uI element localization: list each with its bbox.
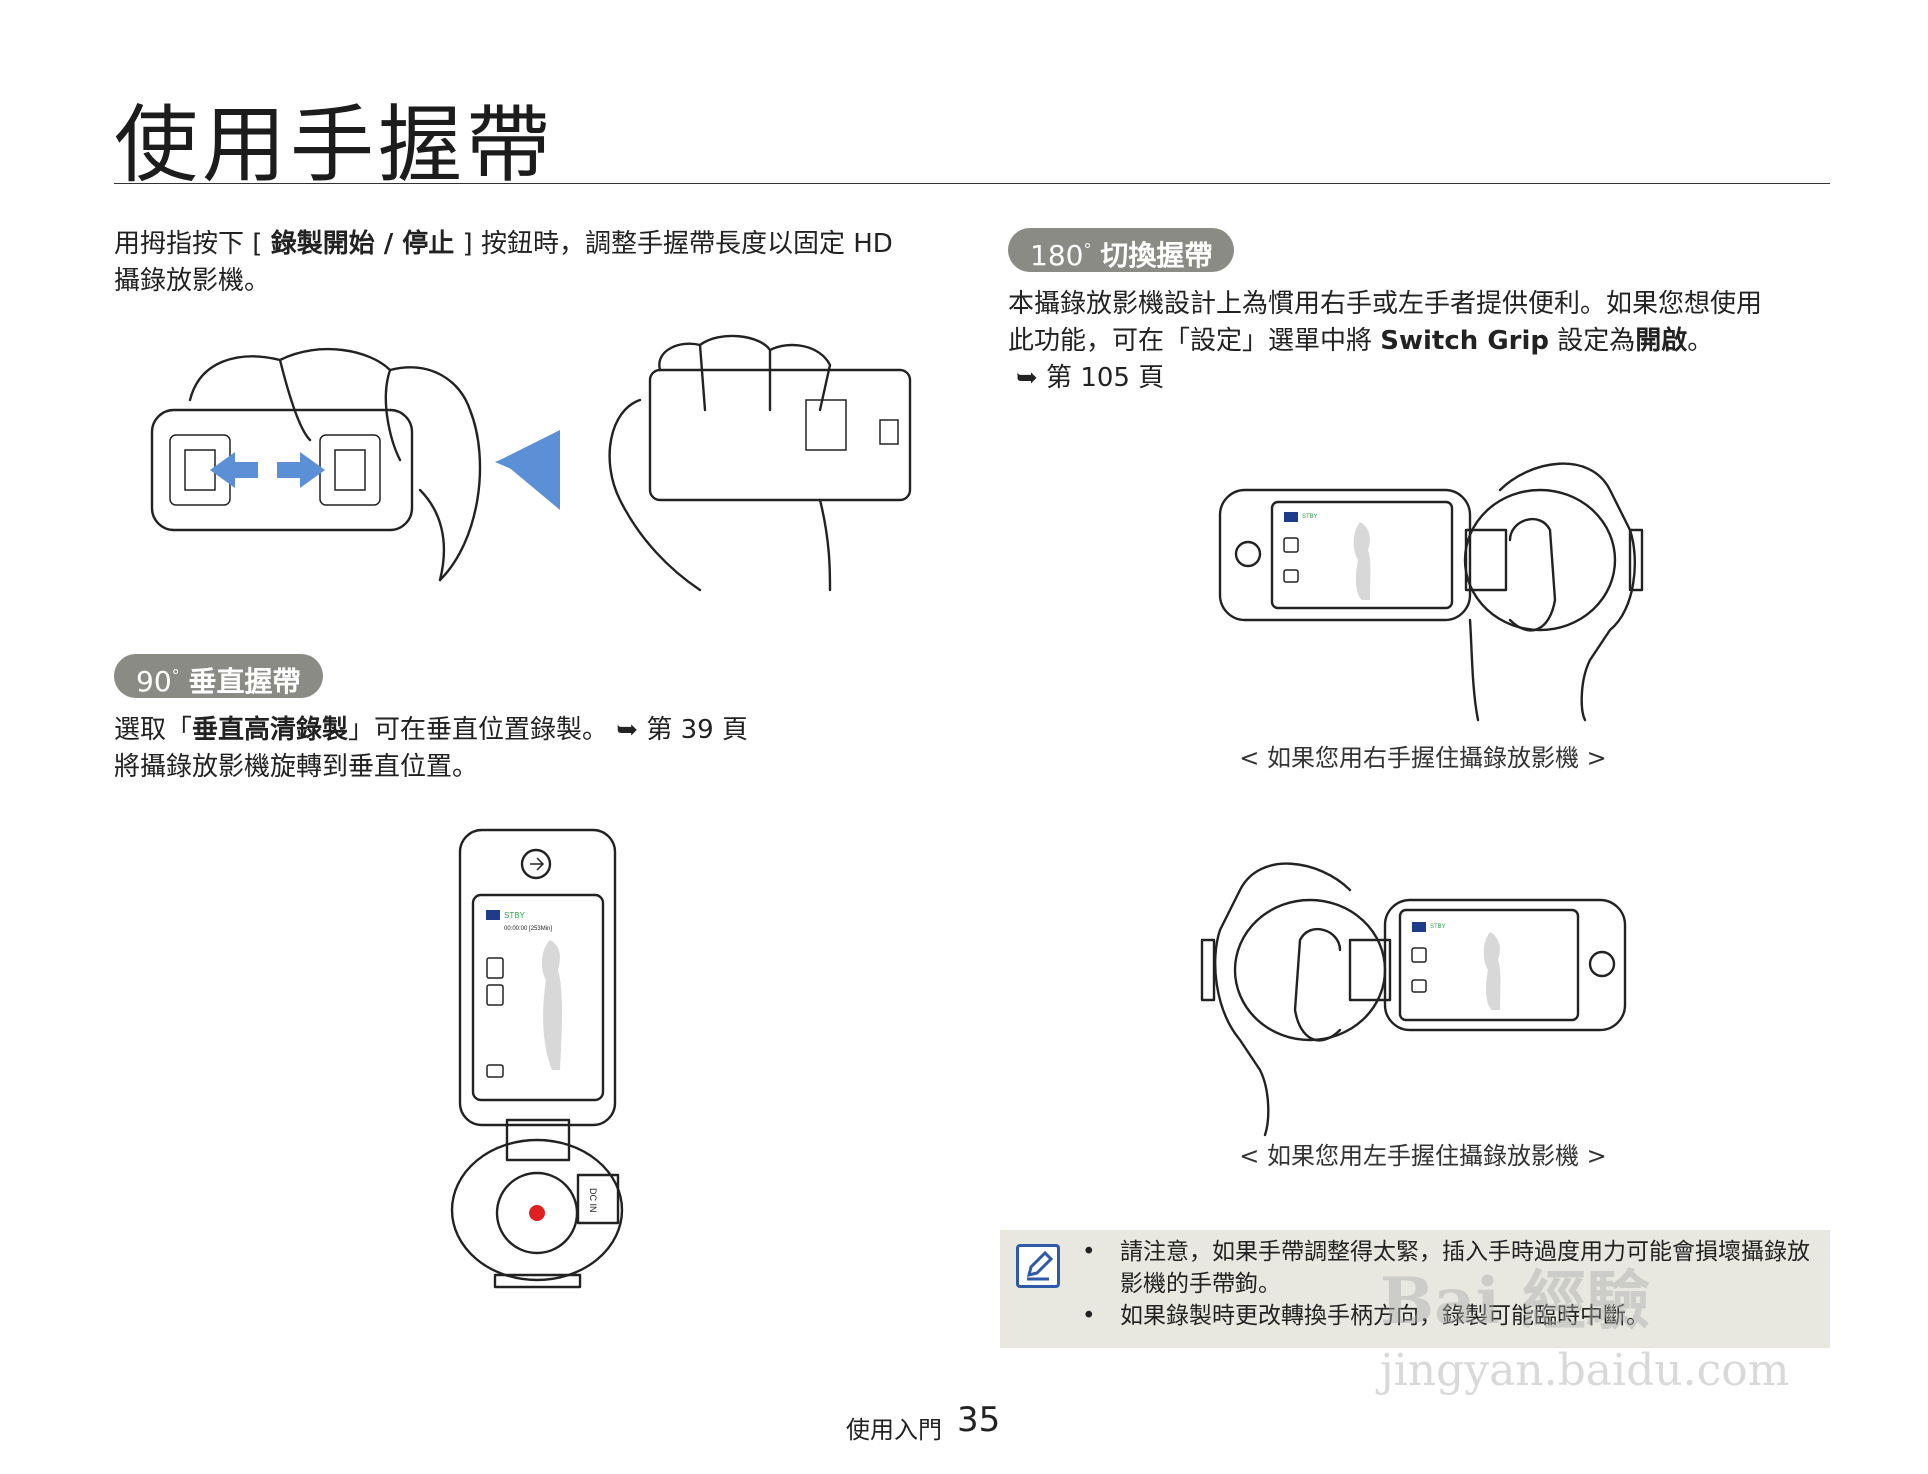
vertical-grip-heading: 90° 垂直握帶 bbox=[114, 654, 323, 698]
note-pencil-icon bbox=[1016, 1244, 1060, 1288]
left-hand-grip-illustration: STBY bbox=[1200, 862, 1627, 1137]
vertical-grip-label: 垂直握帶 bbox=[188, 665, 301, 698]
intro-button-name: 錄製開始 / 停止 bbox=[270, 229, 455, 259]
switch-grip-label: 切換握帶 bbox=[1100, 239, 1213, 272]
switch-line-2: 此功能，可在「設定」選單中將 Switch Grip 設定為開啟。 bbox=[1008, 323, 1838, 360]
watermark-url: jingyan.baidu.com bbox=[1380, 1345, 1790, 1396]
vertical-grip-angle: 90 bbox=[136, 665, 172, 698]
note-item: 如果錄製時更改轉換手柄方向，錄製可能臨時中斷。 bbox=[1082, 1300, 1822, 1332]
right-hand-grip-illustration: STBY bbox=[1218, 462, 1644, 722]
degree-symbol-2: ° bbox=[1083, 240, 1092, 259]
vertical-line-2: 將攝錄放影機旋轉到垂直位置。 bbox=[114, 752, 479, 782]
svg-text:STBY: STBY bbox=[1430, 924, 1446, 930]
switch-grip-angle: 180 bbox=[1030, 239, 1084, 272]
switch-grip-heading: 180° 切換握帶 bbox=[1008, 228, 1235, 272]
footer-section: 使用入門 bbox=[846, 1416, 942, 1444]
switch-grip-setting: Switch Grip bbox=[1380, 326, 1550, 356]
switch-post: 。 bbox=[1687, 326, 1714, 356]
right-hand-caption: < 如果您用右手握住攝錄放影機 > bbox=[1239, 744, 1607, 772]
note-item: 請注意，如果手帶調整得太緊，插入手時過度用力可能會損壞攝錄放影機的手帶鉤。 bbox=[1082, 1236, 1822, 1300]
switch-grip-paragraph: 本攝錄放影機設計上為慣用右手或左手者提供便利。如果您想使用 此功能，可在「設定」… bbox=[1008, 286, 1838, 397]
hand-strap-adjust-illustration bbox=[150, 334, 912, 592]
page-number: 35 bbox=[957, 1400, 1001, 1440]
vertical-camcorder-illustration: STBY 00:00:00 [253Min] DC IN bbox=[450, 828, 624, 1289]
switch-pre: 此功能，可在「設定」選單中將 bbox=[1008, 326, 1381, 356]
switch-mid: 設定為 bbox=[1549, 326, 1636, 356]
title-divider bbox=[114, 183, 1830, 184]
vertical-post: 」可在垂直位置錄製。 ➥ 第 39 頁 bbox=[348, 715, 748, 745]
vertical-pre: 選取「 bbox=[114, 715, 193, 745]
vertical-grip-paragraph: 選取「垂直高清錄製」可在垂直位置錄製。 ➥ 第 39 頁 將攝錄放影機旋轉到垂直… bbox=[114, 712, 954, 786]
right-arrow-icon bbox=[277, 452, 325, 488]
switch-on-value: 開啟 bbox=[1635, 326, 1688, 356]
dc-in-label: DC IN bbox=[588, 1188, 598, 1213]
watermark-logo: Bai 經驗 bbox=[1380, 1264, 1651, 1339]
intro-post: ] 按鈕時，調整手握帶長度以固定 HD bbox=[454, 229, 893, 259]
degree-symbol: ° bbox=[171, 666, 180, 685]
vertical-line-1: 選取「垂直高清錄製」可在垂直位置錄製。 ➥ 第 39 頁 bbox=[114, 712, 954, 749]
vertical-bold: 垂直高清錄製 bbox=[192, 715, 349, 745]
intro-line-1: 用拇指按下 [ 錄製開始 / 停止 ] 按鈕時，調整手握帶長度以固定 HD bbox=[114, 226, 954, 263]
intro-paragraph: 用拇指按下 [ 錄製開始 / 停止 ] 按鈕時，調整手握帶長度以固定 HD 攝錄… bbox=[114, 226, 954, 300]
note-list: 請注意，如果手帶調整得太緊，插入手時過度用力可能會損壞攝錄放影機的手帶鉤。 如果… bbox=[1082, 1236, 1822, 1332]
left-arrow-icon bbox=[210, 452, 258, 488]
lcd-time-text: 00:00:00 [253Min] bbox=[504, 926, 552, 932]
intro-pre: 用拇指按下 [ bbox=[114, 229, 271, 259]
record-button-icon bbox=[529, 1205, 545, 1221]
intro-line-2: 攝錄放影機。 bbox=[114, 266, 271, 296]
svg-text:STBY: STBY bbox=[1302, 514, 1318, 520]
left-hand-caption: < 如果您用左手握住攝錄放影機 > bbox=[1239, 1142, 1607, 1170]
switch-page-ref: ➥ 第 105 頁 bbox=[1016, 363, 1165, 393]
page-title: 使用手握帶 bbox=[114, 96, 555, 194]
switch-line-1: 本攝錄放影機設計上為慣用右手或左手者提供便利。如果您想使用 bbox=[1008, 289, 1763, 319]
lcd-stby-text: STBY bbox=[504, 911, 526, 920]
